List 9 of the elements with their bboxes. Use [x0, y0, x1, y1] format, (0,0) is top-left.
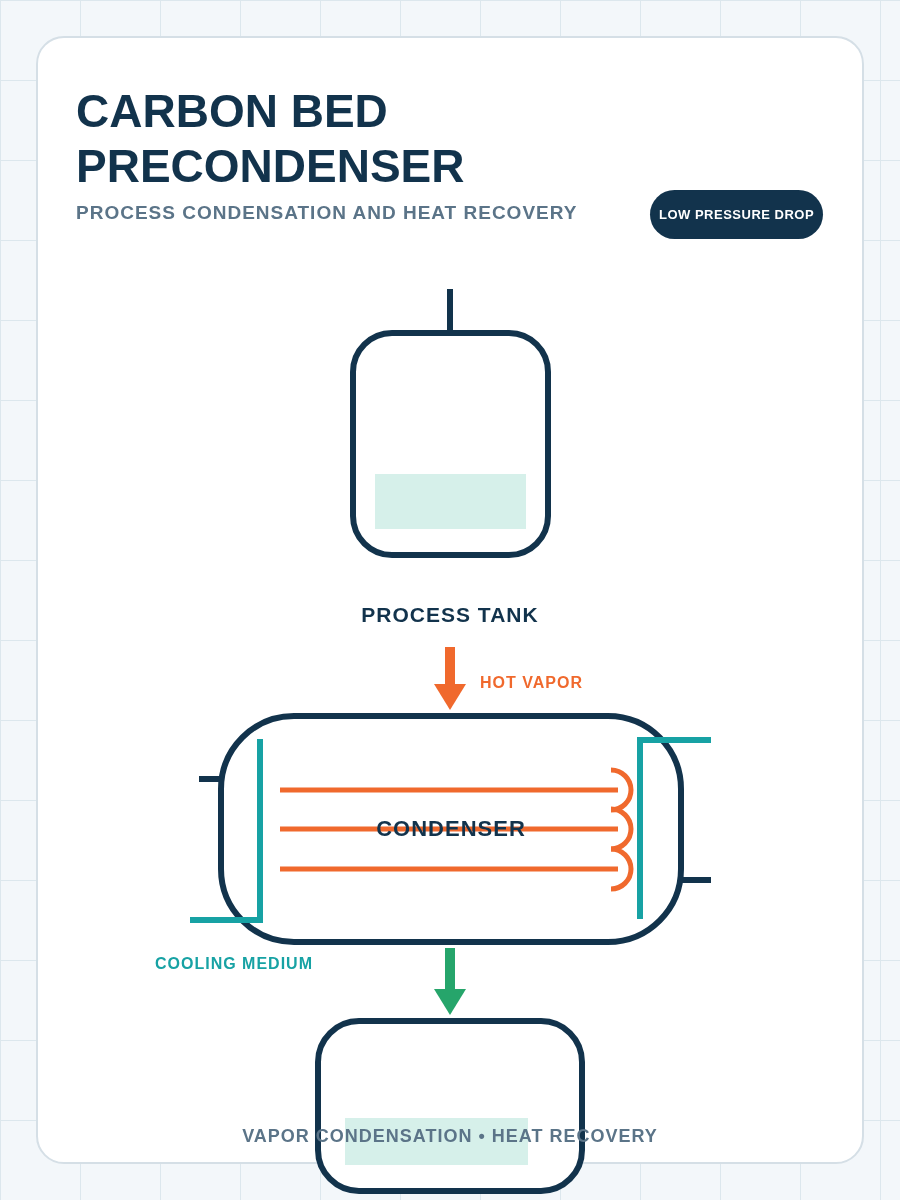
flow-arrow — [434, 948, 466, 1015]
condenser-label: CONDENSER — [376, 816, 526, 842]
subtitle: PROCESS CONDENSATION AND HEAT RECOVERY — [76, 201, 578, 225]
title: CARBON BED PRECONDENSER — [76, 84, 466, 194]
flow-arrow — [434, 647, 466, 710]
status-badge: LOW PRESSURE DROP — [650, 190, 824, 239]
edge-label: HOT VAPOR — [480, 673, 583, 693]
tank-label: PROCESS TANK — [361, 602, 539, 628]
pipe-label: COOLING MEDIUM — [155, 954, 313, 974]
